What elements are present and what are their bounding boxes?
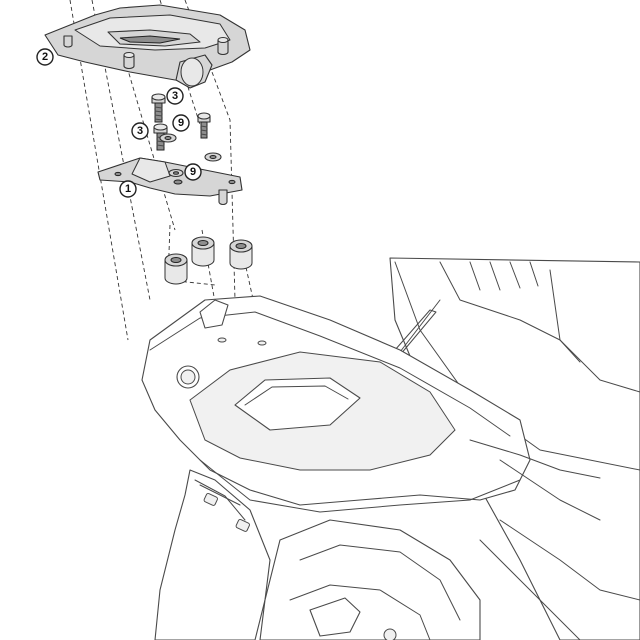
washer-right <box>204 152 222 162</box>
callout-3-lower-label: 3 <box>137 125 143 137</box>
callout-3-lower: 3 <box>131 122 149 140</box>
rack-plate <box>44 4 251 89</box>
callout-9-lower: 9 <box>184 163 202 181</box>
callout-9-upper: 9 <box>172 114 190 132</box>
callout-9-lower-label: 9 <box>190 166 196 178</box>
callout-9-upper-label: 9 <box>178 117 184 129</box>
bolt-upper <box>151 93 166 123</box>
spacer-middle <box>191 236 215 267</box>
callout-1-label: 1 <box>125 183 131 195</box>
bolt-right <box>197 112 211 139</box>
callout-2-label: 2 <box>42 51 48 63</box>
callout-3-upper-label: 3 <box>172 90 178 102</box>
callout-3-upper: 3 <box>166 87 184 105</box>
frame-bracket <box>97 157 243 206</box>
washer-upper <box>159 133 177 143</box>
spacer-left <box>164 253 188 285</box>
spacer-set <box>164 236 253 285</box>
spacer-right <box>229 239 253 270</box>
callout-2: 2 <box>36 48 54 66</box>
scooter-tail-body <box>141 257 640 640</box>
callout-1: 1 <box>119 180 137 198</box>
washer-lower <box>168 168 184 178</box>
